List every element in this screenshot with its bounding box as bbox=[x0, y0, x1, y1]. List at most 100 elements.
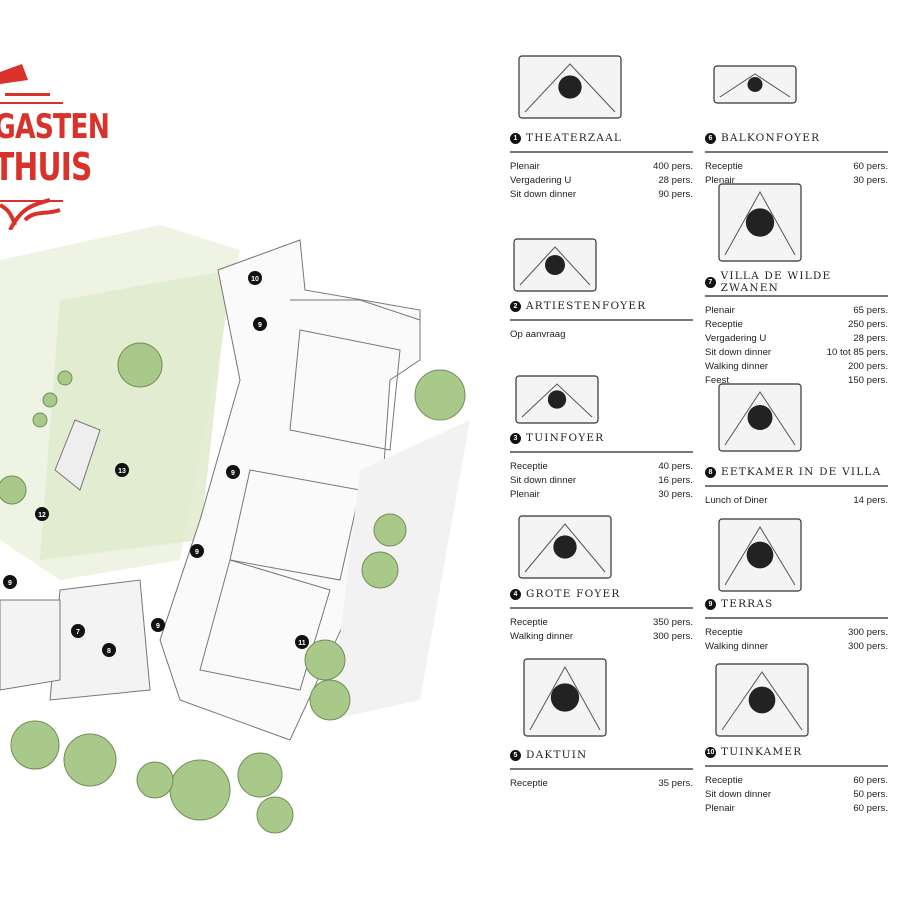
capacity-value: 16 pers. bbox=[658, 475, 693, 486]
patio-umbrella-icon bbox=[715, 515, 805, 595]
venue-site-map: 10 9 13 12 9 9 9 9 7 8 11 bbox=[0, 225, 470, 834]
svg-text:9: 9 bbox=[195, 549, 199, 556]
map-marker[interactable]: 7 bbox=[71, 624, 85, 638]
venue-title: THEATERZAAL bbox=[526, 132, 623, 144]
setup-label: Receptie bbox=[705, 161, 743, 172]
logo-word-gasten: GASTEN bbox=[0, 107, 110, 147]
people-with-drinks-icon bbox=[515, 512, 615, 582]
map-marker[interactable]: 9 bbox=[253, 317, 267, 331]
capacity-row: Plenair 400 pers. bbox=[510, 160, 693, 174]
gastenthuis-logo: GASTEN THUIS bbox=[0, 60, 110, 230]
capacity-value: 14 pers. bbox=[853, 495, 888, 506]
capacity-row: Sit down dinner 90 pers. bbox=[510, 188, 693, 202]
capacity-value: 350 pers. bbox=[652, 617, 693, 628]
setup-label: Receptie bbox=[705, 319, 743, 330]
setup-label: Sit down dinner bbox=[510, 475, 577, 486]
svg-text:7: 7 bbox=[76, 629, 80, 636]
venue-title: TUINFOYER bbox=[526, 432, 605, 444]
divider bbox=[705, 485, 888, 487]
setup-label: Receptie bbox=[510, 461, 548, 472]
map-marker[interactable]: 10 bbox=[248, 271, 262, 285]
venue-title: VILLA DE WILDE ZWANEN bbox=[720, 270, 832, 294]
svg-text:9: 9 bbox=[231, 470, 235, 477]
svg-text:13: 13 bbox=[118, 468, 126, 475]
capacity-row: Plenair 30 pers. bbox=[510, 488, 693, 502]
setup-label: Sit down dinner bbox=[510, 189, 577, 200]
setup-label: Plenair bbox=[510, 489, 540, 500]
venue-number-badge: 8 bbox=[705, 466, 716, 478]
capacity-value: 400 pers. bbox=[652, 161, 693, 172]
venue-title: DAKTUIN bbox=[526, 749, 588, 761]
capacity-value: 250 pers. bbox=[847, 319, 888, 330]
capacity-value: 28 pers. bbox=[853, 333, 888, 344]
setup-label: Plenair bbox=[705, 175, 735, 186]
svg-text:10: 10 bbox=[251, 276, 259, 283]
divider bbox=[705, 151, 888, 153]
setup-label: Sit down dinner bbox=[705, 789, 772, 800]
capacity-row: Receptie 350 pers. bbox=[510, 616, 693, 630]
capacity-value: 90 pers. bbox=[658, 189, 693, 200]
setup-label: Sit down dinner bbox=[705, 347, 772, 358]
logo-ornament-icon bbox=[0, 64, 63, 230]
piano-player-icon bbox=[510, 235, 600, 295]
divider bbox=[510, 151, 693, 153]
capacity-row: Plenair 60 pers. bbox=[705, 802, 888, 816]
setup-label: Plenair bbox=[510, 161, 540, 172]
theater-stage-icon bbox=[515, 52, 625, 122]
venue-title: BALKONFOYER bbox=[721, 132, 821, 144]
divider bbox=[510, 607, 693, 609]
map-marker[interactable]: 9 bbox=[3, 575, 17, 589]
capacity-value: 10 tot 85 pers. bbox=[826, 347, 888, 358]
setup-label: Plenair bbox=[705, 803, 735, 814]
setup-label: Receptie bbox=[510, 617, 548, 628]
capacity-value: 30 pers. bbox=[658, 489, 693, 500]
svg-text:9: 9 bbox=[258, 322, 262, 329]
divider bbox=[510, 768, 693, 770]
capacity-row: Sit down dinner 16 pers. bbox=[510, 474, 693, 488]
garden-table-chairs-icon bbox=[712, 660, 812, 740]
capacity-value: 60 pers. bbox=[853, 803, 888, 814]
setup-label: Walking dinner bbox=[705, 361, 769, 372]
divider bbox=[705, 617, 888, 619]
map-marker[interactable]: 8 bbox=[102, 643, 116, 657]
setup-label: Vergadering U bbox=[705, 333, 767, 344]
setup-label: Receptie bbox=[510, 778, 548, 789]
venue-number-badge: 1 bbox=[510, 132, 521, 144]
capacity-value: 65 pers. bbox=[853, 305, 888, 316]
capacity-value: 300 pers. bbox=[847, 641, 888, 652]
map-marker[interactable]: 13 bbox=[115, 463, 129, 477]
capacity-value: 300 pers. bbox=[652, 631, 693, 642]
map-marker[interactable]: 9 bbox=[190, 544, 204, 558]
divider bbox=[705, 295, 888, 297]
fireplace-icon bbox=[715, 180, 805, 265]
capacity-value: 150 pers. bbox=[847, 375, 888, 386]
setup-label: Vergadering U bbox=[510, 175, 572, 186]
setup-label: Op aanvraag bbox=[510, 329, 566, 340]
capacity-row: Vergadering U 28 pers. bbox=[705, 332, 888, 346]
venue-number-badge: 2 bbox=[510, 300, 521, 312]
setup-label: Receptie bbox=[705, 627, 743, 638]
capacity-row: Walking dinner 200 pers. bbox=[705, 360, 888, 374]
map-marker[interactable]: 12 bbox=[35, 507, 49, 521]
venue-number-badge: 3 bbox=[510, 432, 521, 444]
map-marker[interactable]: 11 bbox=[295, 635, 309, 649]
map-marker[interactable]: 9 bbox=[226, 465, 240, 479]
capacity-value: 200 pers. bbox=[847, 361, 888, 372]
map-marker[interactable]: 9 bbox=[151, 618, 165, 632]
venue-number-badge: 6 bbox=[705, 132, 716, 144]
